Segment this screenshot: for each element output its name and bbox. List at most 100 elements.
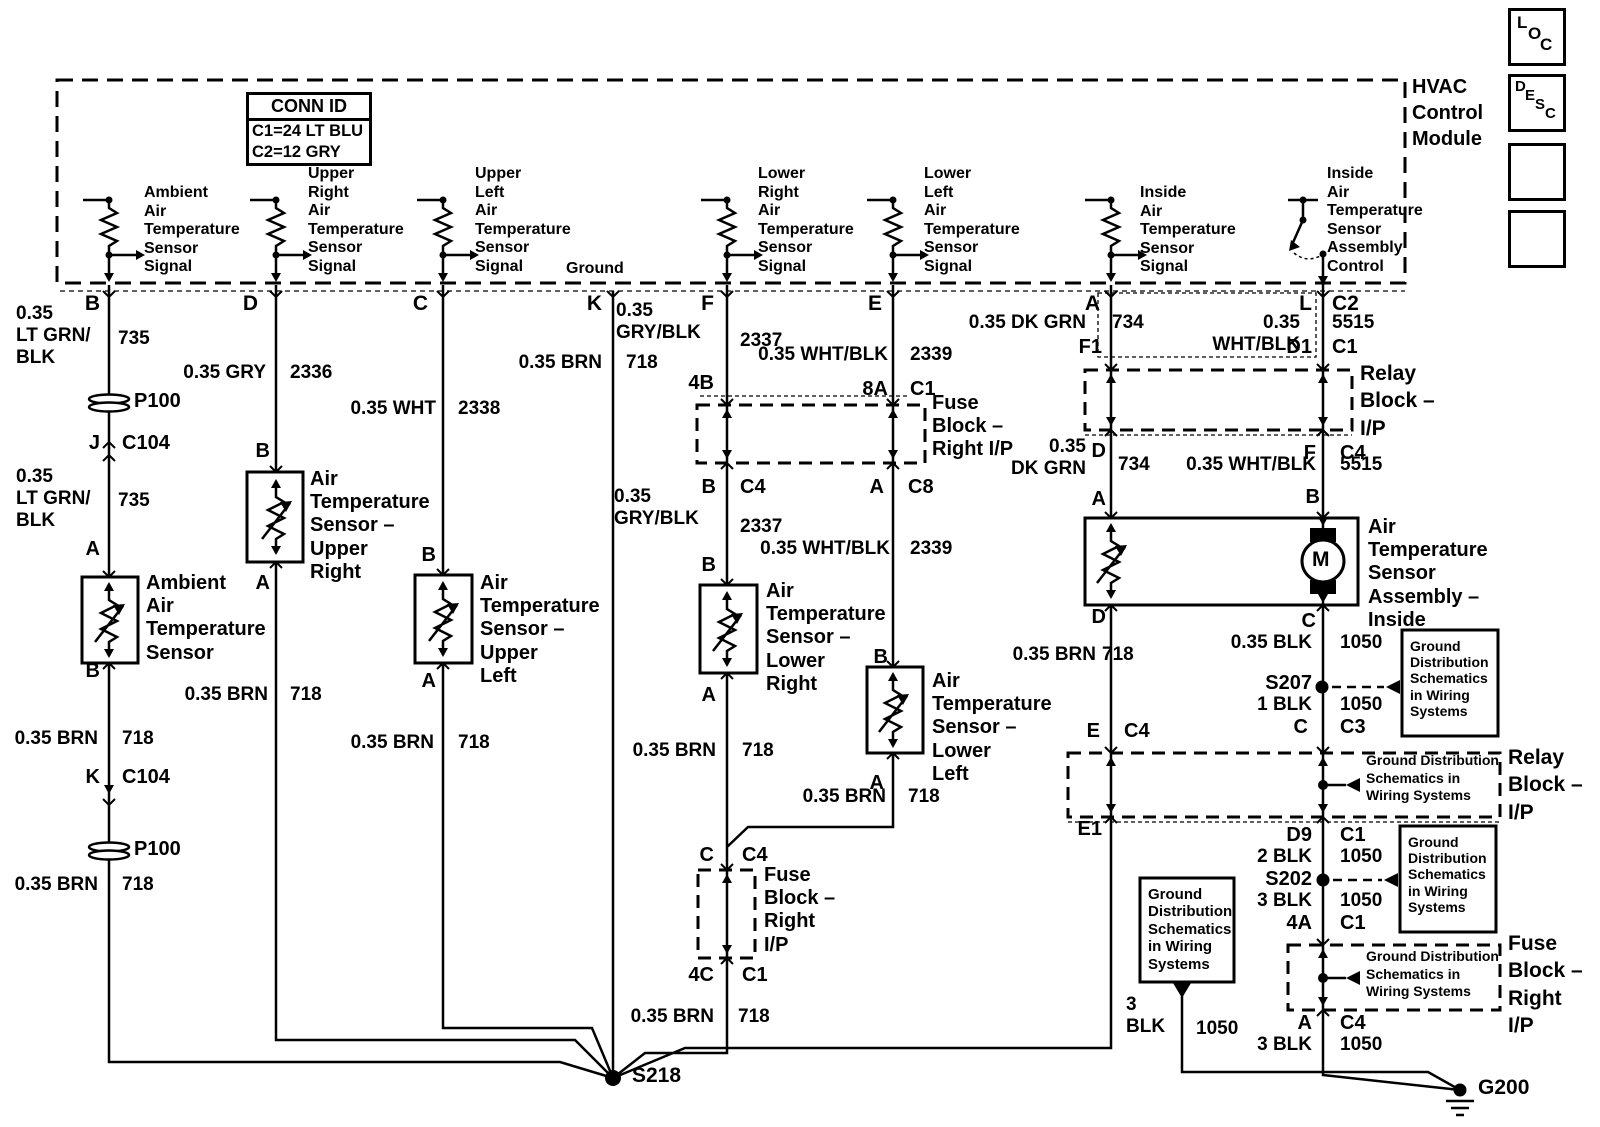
pin-a: A: [255, 572, 270, 594]
wire-runs: [107, 256, 1461, 1092]
pin-b: B: [85, 660, 100, 682]
hvac-module-outline: [55, 78, 1407, 285]
wire-circuit: 718: [738, 1006, 770, 1027]
sensor-signal-resistor-icon: [865, 195, 931, 284]
wire-color: 0.35 BRN: [632, 740, 716, 761]
connector-c1: C1: [1340, 824, 1366, 846]
pin-e: E: [1086, 720, 1100, 742]
wire-circuit: 2339: [910, 538, 953, 559]
splice-s202-label: S202: [1265, 868, 1312, 890]
ground-distribution-ref-box-2: [1398, 824, 1498, 934]
wire-circuit: 2336: [290, 362, 333, 383]
wire-circuit: 735: [118, 490, 150, 511]
fuse-pin-4c: 4C: [688, 964, 714, 986]
connector-c4: C4: [1340, 1012, 1366, 1034]
wire-circuit: 718: [122, 728, 154, 749]
pin-b: B: [873, 646, 888, 668]
conn-id-title: CONN ID: [249, 95, 369, 121]
wire-color: 0.35 GRY/BLK: [614, 486, 699, 530]
splice-s218-label: S218: [632, 1064, 682, 1087]
pin-c: C: [412, 292, 428, 315]
loc-button[interactable]: L O C: [1508, 8, 1566, 66]
ground-g200-label: G200: [1478, 1076, 1530, 1099]
wire-color: 0.35 LT GRN/ BLK: [16, 303, 91, 369]
ground-symbol-icon: [1446, 1099, 1474, 1117]
pin-a: A: [421, 670, 436, 692]
wire-color: 0.35 WHT: [350, 398, 436, 419]
wire-color: 3 BLK: [1257, 890, 1312, 911]
wire-color: 1 BLK: [1257, 694, 1312, 715]
pin-b: B: [84, 292, 100, 315]
component-label-ambient: Ambient Air Temperature Sensor: [146, 572, 266, 664]
pin-a: A: [85, 538, 100, 560]
pin-a: A: [1297, 1012, 1312, 1034]
pin-c: C: [1301, 610, 1316, 632]
fuse-block-label: Fuse Block – Right I/P: [764, 864, 836, 956]
fuse-block-label: Fuse Block – Right I/P: [1508, 932, 1583, 1037]
wire-circuit: 718: [122, 874, 154, 895]
connector-c1: C1: [910, 378, 936, 400]
ground-distribution-ref-text: Ground Distribution Schematics in Wiring…: [1148, 886, 1233, 973]
wire-color: 0.35 BRN: [14, 874, 98, 895]
connector-c4: C4: [1340, 442, 1366, 464]
back-arrow-button[interactable]: [1508, 210, 1566, 268]
fuse-pin-8a: 8A: [862, 378, 888, 400]
loc-letter: O: [1528, 24, 1542, 43]
wire-circuit: 1050: [1340, 694, 1383, 715]
pin-a: A: [701, 684, 716, 706]
wire-circuit: 2337: [740, 330, 783, 351]
relay-block-label: Relay Block – I/P: [1508, 746, 1583, 824]
pin-k: K: [586, 292, 602, 315]
desc-button[interactable]: D E S C: [1508, 74, 1566, 132]
wire-circuit: 1050: [1340, 1034, 1383, 1055]
signal-label-lower-left: Lower Left Air Temperature Sensor Signal: [924, 165, 1020, 275]
signal-label-lower-right: Lower Right Air Temperature Sensor Signa…: [758, 165, 854, 275]
wire-circuit: 735: [118, 328, 150, 349]
pin-c: C: [699, 844, 714, 866]
wire-color: 0.35 LT GRN/ BLK: [16, 466, 91, 532]
wire-circuit: 1050: [1340, 890, 1383, 911]
wire-circuit: 718: [290, 684, 322, 705]
pin-a: A: [869, 772, 884, 794]
next-arrow-button[interactable]: [1508, 143, 1566, 201]
connector-c104: C104: [122, 432, 170, 454]
pin-j: J: [88, 432, 100, 454]
component-label-upper-left: Air Temperature Sensor – Upper Left: [480, 572, 600, 687]
pin-f: F: [1303, 442, 1316, 464]
wire-circuit: 2339: [910, 344, 953, 365]
pin-d: D: [242, 292, 258, 315]
pin-c: C: [1293, 716, 1308, 738]
connector-c3: C3: [1340, 716, 1366, 738]
splice-s207-label: S207: [1265, 672, 1312, 694]
relay-pin-d9: D9: [1286, 824, 1312, 846]
connector-c104: C104: [122, 766, 170, 788]
ground-distribution-ref-box-1: [1400, 628, 1500, 738]
component-label-lower-left: Air Temperature Sensor – Lower Left: [932, 670, 1052, 785]
p100-grommet-icon: [87, 393, 131, 861]
wire-circuit: 5515: [1332, 312, 1375, 333]
wire-circuit: 718: [458, 732, 490, 753]
wire-circuit: 2337: [740, 516, 783, 537]
wire-color: 0.35 WHT/BLK: [1212, 312, 1300, 356]
wire-circuit: 734: [1112, 312, 1144, 333]
component-label-upper-right: Air Temperature Sensor – Upper Right: [310, 468, 430, 583]
connector-c1: C1: [742, 964, 768, 986]
pin-d: D: [1091, 440, 1106, 462]
wire-circuit: 1050: [1196, 1018, 1239, 1039]
desc-letter: C: [1545, 105, 1556, 122]
wire-color: 2 BLK: [1257, 846, 1312, 867]
sensor-signal-resistor-icon: [248, 195, 314, 284]
signal-label-inside-control: Inside Air Temperature Sensor Assembly C…: [1327, 165, 1423, 275]
wire-color: 0.35 WHT/BLK: [1186, 454, 1316, 475]
conn-id-table: CONN ID C1=24 LT BLU C2=12 GRY: [246, 92, 372, 166]
fuse-pin-4a: 4A: [1286, 912, 1312, 934]
pin-a: A: [1084, 292, 1100, 315]
relay-block-ip-2: [1066, 751, 1502, 819]
ground-distribution-ref-text: Ground Distribution Schematics in Wiring…: [1408, 834, 1487, 915]
wire-circuit: 718: [742, 740, 774, 761]
wire-color: 0.35 BRN: [350, 732, 434, 753]
fuse-block-label: Fuse Block – Right I/P: [932, 392, 1014, 461]
desc-letter: D: [1515, 78, 1526, 95]
connector-c4: C4: [1124, 720, 1150, 742]
